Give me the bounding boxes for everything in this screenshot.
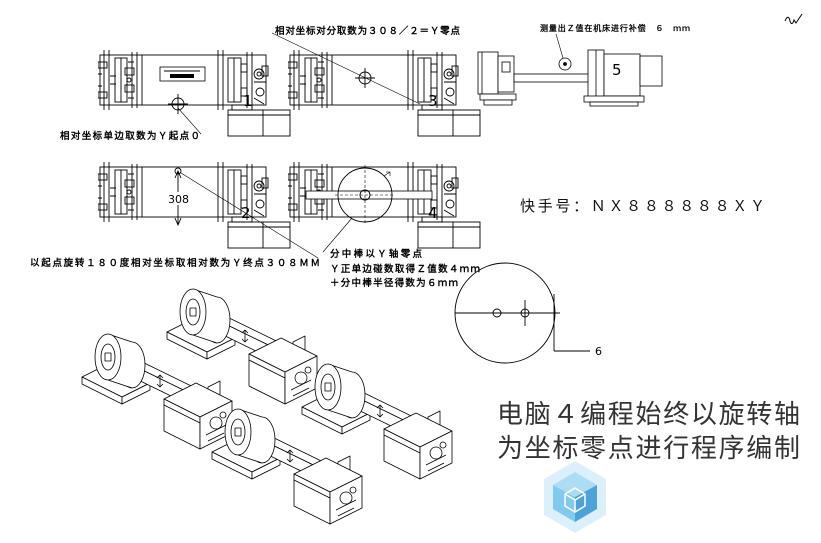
fixture-3-plan xyxy=(288,49,481,137)
annotation-edge-finder-3: ＋分中棒半径得数为６ｍｍ xyxy=(330,277,458,289)
dimension-308: 308 xyxy=(167,167,191,227)
cube-logo-icon xyxy=(544,461,606,533)
y-start-crosshair xyxy=(168,94,188,114)
detail-hole xyxy=(492,308,502,318)
side-housing-window xyxy=(501,61,511,73)
annotation-z-compensation: 测量出Ｚ值在机床进行补偿 ６ ｍｍ xyxy=(540,23,690,33)
fixture-3-label: 3 xyxy=(428,92,438,110)
fixture-1-label: 1 xyxy=(243,92,253,110)
side-rear-foot xyxy=(589,101,639,107)
signature-mark-icon xyxy=(784,13,803,24)
z-probe-point xyxy=(558,57,572,71)
logo-inner-edges xyxy=(564,493,586,512)
edge-finder-arrows xyxy=(383,171,391,177)
nameplate-bar xyxy=(170,74,194,78)
z-compensation-leader xyxy=(555,33,564,59)
fixture-2-label: 2 xyxy=(241,204,251,222)
annotation-y-start: 相对坐标单边取数为Ｙ起点０ xyxy=(60,130,200,142)
edge-finder-leader xyxy=(322,217,353,253)
caption-line-2: 为坐标零点进行程序编制 xyxy=(497,434,800,464)
edge-finder xyxy=(305,165,433,225)
z-probe-dot xyxy=(563,62,567,66)
crosshair-lines xyxy=(168,94,188,114)
dimension-value: 308 xyxy=(168,193,189,206)
detail-callout-value: 6 xyxy=(595,345,602,358)
annotation-edge-finder-2: Ｙ正单边碰数取得Ｚ值数４ｍｍ xyxy=(330,263,480,275)
fixture-4-plan xyxy=(288,161,481,249)
y-zero-leader xyxy=(271,32,421,105)
side-rear-base xyxy=(583,95,645,103)
caption-line-1: 电脑４编程始终以旋转轴 xyxy=(497,400,800,430)
edge-finder-crosshair xyxy=(335,165,395,225)
logo-cube-top xyxy=(553,472,597,497)
annotation-edge-finder-1: 分中棒以Ｙ轴零点 xyxy=(330,248,422,260)
logo-cube-right xyxy=(575,485,597,522)
y-end-leader xyxy=(180,172,319,259)
side-base xyxy=(479,93,517,101)
annotation-y-zero: 相对坐标对分取数为３０８／２＝Ｙ零点 xyxy=(275,25,460,37)
logo-cube-left xyxy=(553,485,575,522)
dimension-label-bg xyxy=(167,192,191,205)
fixture-5-label: 5 xyxy=(612,61,622,79)
side-base-foot xyxy=(483,99,513,106)
y-zero-crosshair xyxy=(355,68,375,88)
fixture-2-plan xyxy=(98,161,291,249)
dimension-arrow-top xyxy=(174,169,182,179)
contact-id: 快手号：ＮＸ８８８８８８ＸＹ xyxy=(520,197,765,215)
fixture-5-side-view xyxy=(477,49,663,107)
side-rotary-table xyxy=(603,53,641,97)
dimension-arrow-bottom xyxy=(174,217,182,227)
crosshair-lines xyxy=(355,68,375,88)
fixture-1-nameplate xyxy=(159,66,206,82)
annotation-y-end: 以起点旋转１８０度相对坐标取相对数为Ｙ终点３０８ＭＭ xyxy=(30,257,320,269)
side-shaft xyxy=(513,73,591,83)
fixture-1-plan xyxy=(98,49,291,137)
edge-finder-rod xyxy=(305,190,433,200)
side-housing xyxy=(497,55,515,93)
detail-view xyxy=(454,262,590,364)
y-start-leader xyxy=(177,107,202,135)
side-rear-box xyxy=(639,55,663,87)
fixture-4-label: 4 xyxy=(428,204,438,222)
side-motor-block xyxy=(477,51,499,95)
